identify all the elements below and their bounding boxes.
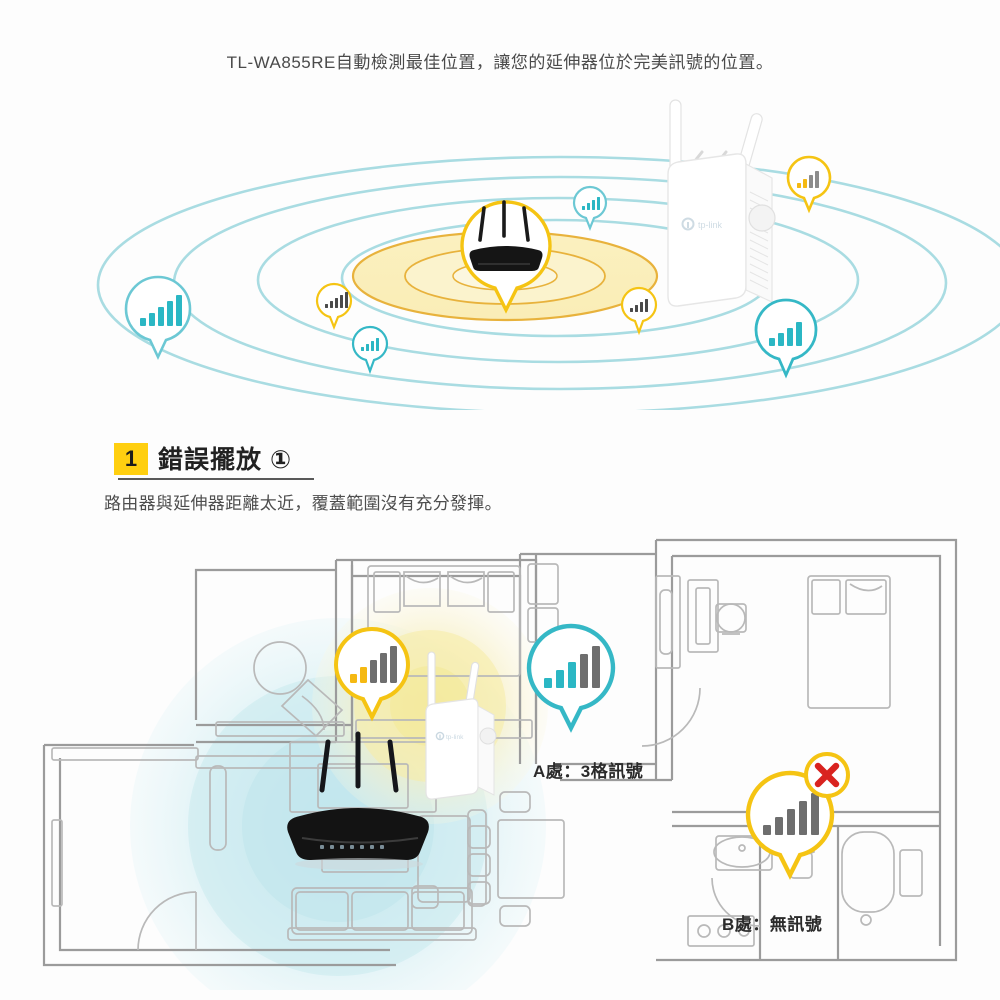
tp-link-logo: tp-link	[435, 731, 464, 741]
signal-bars-icon	[361, 338, 379, 351]
signal-bars-icon	[325, 292, 348, 308]
signal-bars-icon	[582, 197, 600, 210]
page-title: 錯誤擺放 ①	[158, 446, 293, 474]
signal-bars-icon	[350, 646, 397, 683]
floorplan-extender-device: tp-link	[425, 651, 497, 800]
error-x-badge	[804, 752, 850, 798]
signal-bars-icon	[769, 322, 802, 346]
signal-bars-icon	[797, 171, 819, 188]
intro-text: TL-WA855RE自動檢測最佳位置，讓您的延伸器位於完美訊號的位置。	[226, 53, 774, 72]
signal-bars-icon	[544, 646, 600, 688]
floorplan-pin-location-b	[745, 752, 850, 880]
section-description: 路由器與延伸器距離太近，覆蓋範圍沒有充分發揮。	[104, 494, 502, 513]
heading-underline	[118, 478, 314, 480]
floorplan-diagram: tp-link	[0, 520, 1000, 990]
hero-extender-device: tp-link	[667, 99, 776, 307]
signal-pin-upper-small	[572, 185, 608, 231]
hero-diagram: tp-link	[0, 90, 1000, 410]
signal-bars-icon	[630, 299, 648, 312]
label-location-a: A處：3格訊號	[533, 762, 644, 781]
hero-router-pin	[460, 200, 552, 314]
floorplan-router	[287, 731, 429, 870]
floorplan-pin-near-extender	[333, 627, 411, 722]
section-number-badge: 1	[114, 443, 148, 475]
floorplan-pin-location-a	[526, 623, 616, 733]
router-icon	[469, 200, 543, 271]
svg-text:tp-link: tp-link	[446, 734, 464, 741]
signal-pin-top-right	[786, 155, 832, 214]
signal-pin-bottom-right	[754, 298, 818, 379]
signal-pin-bottom-left	[351, 325, 389, 375]
tp-link-logo: tp-link	[681, 217, 723, 231]
signal-bars-icon	[140, 295, 182, 326]
signal-bars-icon	[763, 793, 819, 835]
signal-pin-mid-small	[315, 282, 353, 330]
section-heading: 1 錯誤擺放 ①	[114, 440, 292, 478]
label-location-b: B處：無訊號	[722, 915, 823, 934]
signal-pin-left-large	[124, 275, 192, 361]
signal-pin-right-small	[620, 286, 658, 336]
svg-text:tp-link: tp-link	[698, 220, 723, 230]
